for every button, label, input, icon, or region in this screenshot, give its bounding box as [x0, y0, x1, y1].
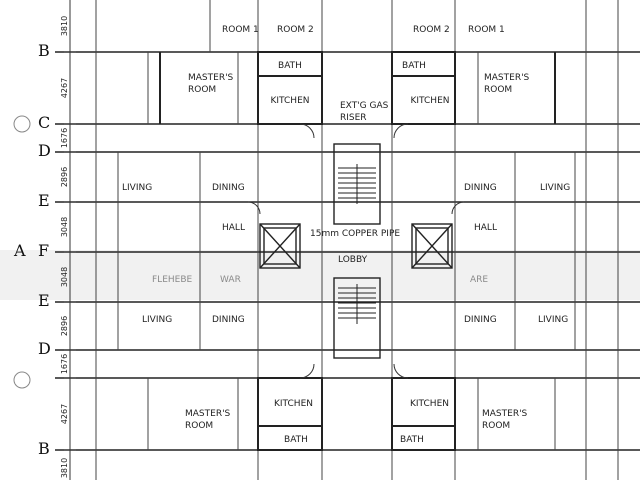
room-label: BATH [400, 435, 424, 445]
room-label: KITCHEN [410, 399, 449, 409]
grid-label-d-top: D [38, 141, 51, 160]
binder-hole [13, 115, 31, 133]
core [259, 143, 453, 359]
binder-hole [13, 371, 31, 389]
door-swing [299, 123, 315, 139]
dim-2896-bottom: 2896 [60, 316, 69, 336]
faded-label: FLEHEBE [152, 275, 193, 285]
room-label: ROOM 2 [413, 25, 450, 35]
room-label: BATH [402, 61, 426, 71]
column-lines [95, 0, 619, 480]
dimension-ticks [64, 51, 76, 451]
door-swing [299, 363, 315, 379]
dim-3048-bottom: 3048 [60, 267, 69, 287]
lift-left [259, 223, 301, 269]
faded-label: WAR [220, 275, 241, 285]
kitchen-bath-block-br [391, 377, 456, 451]
grid-label-d-bottom: D [38, 339, 51, 358]
room-label: BATH [278, 61, 302, 71]
room-label: DINING [212, 183, 245, 193]
grid-lines [55, 51, 640, 451]
room-label: ROOM [188, 85, 216, 95]
dim-3048-top: 3048 [60, 217, 69, 237]
room-label: KITCHEN [411, 96, 450, 106]
pipe-label: 15mm COPPER PIPE [310, 229, 400, 239]
stair-treads [338, 164, 376, 324]
room-label: RISER [340, 113, 367, 123]
room-label: LIVING [538, 315, 568, 325]
grid-label-e-top: E [38, 191, 50, 210]
room-label: KITCHEN [274, 399, 313, 409]
grid-label-c-top: C [38, 113, 50, 132]
stair-bottom [333, 277, 381, 359]
grid-label-e-bottom: E [38, 291, 50, 310]
room-label: ROOM 1 [222, 25, 259, 35]
room-label: ROOM [482, 421, 510, 431]
lift-right [411, 223, 453, 269]
door-swing [393, 123, 409, 139]
room-label: HALL [474, 223, 497, 233]
room-label: LIVING [122, 183, 152, 193]
door-swing [451, 201, 465, 215]
room-label: MASTER'S [482, 409, 528, 419]
lift-right-car [415, 227, 449, 265]
scan-band [0, 250, 640, 300]
room-label: MASTER'S [484, 73, 530, 83]
dim-1676-bottom: 1676 [60, 354, 69, 374]
room-label: LIVING [142, 315, 172, 325]
room-label: ROOM [484, 85, 512, 95]
kitchen-bath-block-bl [257, 377, 323, 451]
grid-label-f: F [38, 241, 49, 260]
stair-top [333, 143, 381, 225]
dim-3810-top: 3810 [60, 16, 69, 36]
dim-1676-top: 1676 [60, 128, 69, 148]
room-label: MASTER'S [188, 73, 234, 83]
room-label: DINING [464, 315, 497, 325]
walls [159, 51, 556, 451]
door-swing [393, 363, 409, 379]
room-label: ROOM [185, 421, 213, 431]
room-label: LIVING [540, 183, 570, 193]
dim-4267-bottom: 4267 [60, 404, 69, 424]
room-label: ROOM 2 [277, 25, 314, 35]
room-label: MASTER'S [185, 409, 231, 419]
grid-label-b-bottom: B [38, 439, 50, 458]
dim-2896-top: 2896 [60, 167, 69, 187]
faded-label: ARE [470, 275, 488, 285]
grid-label-b-top: B [38, 41, 50, 60]
room-label: DINING [464, 183, 497, 193]
room-label: HALL [222, 223, 245, 233]
dim-4267-top: 4267 [60, 78, 69, 98]
grid-label-a: A [13, 241, 26, 260]
bath-kitchen-block-tr [391, 51, 456, 125]
room-label: EXT'G GAS [340, 101, 389, 111]
lift-right-cross [411, 223, 453, 269]
lift-left-car [263, 227, 297, 265]
room-label: KITCHEN [271, 96, 310, 106]
room-label: DINING [212, 315, 245, 325]
room-label: BATH [284, 435, 308, 445]
room-label: ROOM 1 [468, 25, 505, 35]
bath-kitchen-block-tl [257, 51, 323, 125]
lift-left-cross [259, 223, 301, 269]
door-swing [247, 201, 261, 215]
lobby-label: LOBBY [338, 255, 368, 265]
door-swings [247, 123, 465, 379]
dim-3810-bottom: 3810 [60, 458, 69, 478]
